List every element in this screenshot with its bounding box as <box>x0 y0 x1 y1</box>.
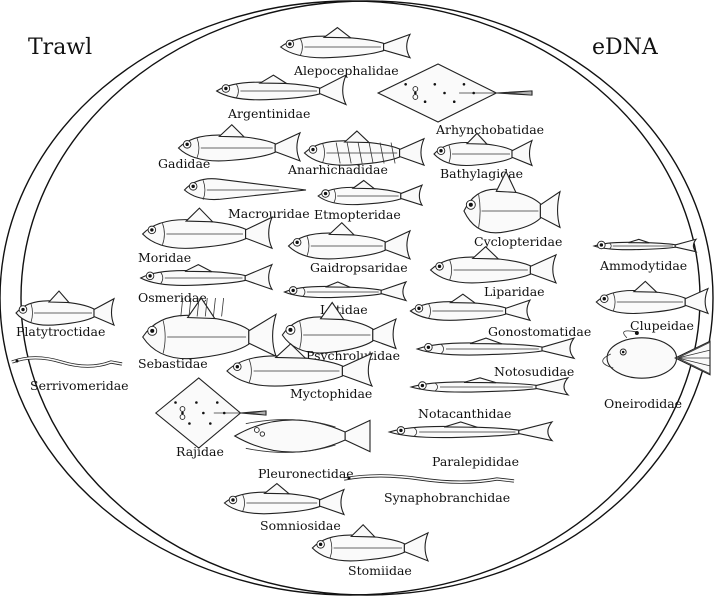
fish-gonostomatidae-icon <box>409 293 532 322</box>
family-label-gadidae: Gadidae <box>158 156 210 171</box>
fish-ammodytidae-icon <box>592 238 698 253</box>
fish-rajidae-icon <box>154 377 267 449</box>
edna-set-label: eDNA <box>592 35 659 60</box>
fish-pleuronectidae-icon <box>233 419 371 453</box>
family-label-somniosidae: Somniosidae <box>260 518 341 533</box>
fish-cyclopteridae-icon <box>463 170 561 234</box>
fish-platytroctidae-icon <box>15 290 116 327</box>
fish-notosudidae-icon <box>415 337 576 360</box>
trawl-set-label: Trawl <box>28 35 92 60</box>
family-label-macrouridae: Macrouridae <box>228 206 310 221</box>
fish-moridae-icon <box>141 207 274 250</box>
family-label-myctophidae: Myctophidae <box>290 386 372 401</box>
family-label-paralepididae: Paralepididae <box>432 454 519 469</box>
family-label-oneirodidae: Oneirodidae <box>604 396 682 411</box>
trawl-circle <box>0 0 701 596</box>
fish-anarhichadidae-icon <box>303 130 426 167</box>
family-label-etmopteridae: Etmopteridae <box>314 207 401 222</box>
fish-gaidropsaridae-icon <box>287 221 412 260</box>
family-label-gaidropsaridae: Gaidropsaridae <box>310 260 408 275</box>
fish-somniosidae-icon <box>223 482 346 516</box>
family-label-clupeidae: Clupeidae <box>630 318 694 333</box>
fish-oneirodidae-icon <box>602 330 711 379</box>
fish-arhynchobatidae-icon <box>376 63 533 123</box>
family-label-pleuronectidae: Pleuronectidae <box>258 466 354 481</box>
fish-notacanthidae-icon <box>409 376 570 396</box>
fish-etmopteridae-icon <box>317 179 424 207</box>
family-label-rajidae: Rajidae <box>176 444 224 459</box>
family-label-alepocephalidae: Alepocephalidae <box>293 63 399 78</box>
fish-alepocephalidae-icon <box>279 26 412 59</box>
fish-lotidae-icon <box>283 280 408 302</box>
family-label-gonostomatidae: Gonostomatidae <box>488 324 591 339</box>
family-label-arhynchobatidae: Arhynchobatidae <box>435 122 544 137</box>
family-label-notacanthidae: Notacanthidae <box>418 406 511 421</box>
family-label-platytroctidae: Platytroctidae <box>16 324 105 339</box>
fish-gadidae-icon <box>177 123 302 162</box>
family-label-anarhichadidae: Anarhichadidae <box>287 162 388 177</box>
fish-sebastidae-icon <box>142 297 277 360</box>
family-label-ammodytidae: Ammodytidae <box>599 258 687 273</box>
family-label-bathylagidae: Bathylagidae <box>440 166 523 181</box>
family-label-cyclopteridae: Cyclopteridae <box>474 234 562 249</box>
fish-clupeidae-icon <box>595 280 710 315</box>
fish-psychrolutidae-icon <box>281 301 398 354</box>
fish-serrivomeridae-icon <box>11 356 123 368</box>
family-label-argentinidae: Argentinidae <box>227 106 310 121</box>
fish-argentinidae-icon <box>215 73 348 106</box>
fish-myctophidae-icon <box>226 343 374 387</box>
family-label-synaphobranchidae: Synaphobranchidae <box>384 490 510 505</box>
fish-synaphobranchidae-icon <box>343 474 515 484</box>
family-label-liparidae: Liparidae <box>484 284 545 299</box>
fish-paralepididae-icon <box>387 420 554 442</box>
family-label-sebastidae: Sebastidae <box>138 356 208 371</box>
family-label-osmeridae: Osmeridae <box>138 290 207 305</box>
family-label-moridae: Moridae <box>138 250 191 265</box>
family-label-notosudidae: Notosudidae <box>494 364 574 379</box>
fish-bathylagidae-icon <box>433 132 534 167</box>
family-label-stomiidae: Stomiidae <box>348 563 412 578</box>
edna-circle <box>20 0 714 596</box>
fish-macrouridae-icon <box>183 178 307 201</box>
fish-stomiidae-icon <box>311 523 430 562</box>
fish-osmeridae-icon <box>139 263 274 291</box>
family-label-psychrolutidae: Psychrolutidae <box>306 348 400 363</box>
family-label-serrivomeridae: Serrivomeridae <box>30 378 129 393</box>
fish-liparidae-icon <box>429 245 558 284</box>
